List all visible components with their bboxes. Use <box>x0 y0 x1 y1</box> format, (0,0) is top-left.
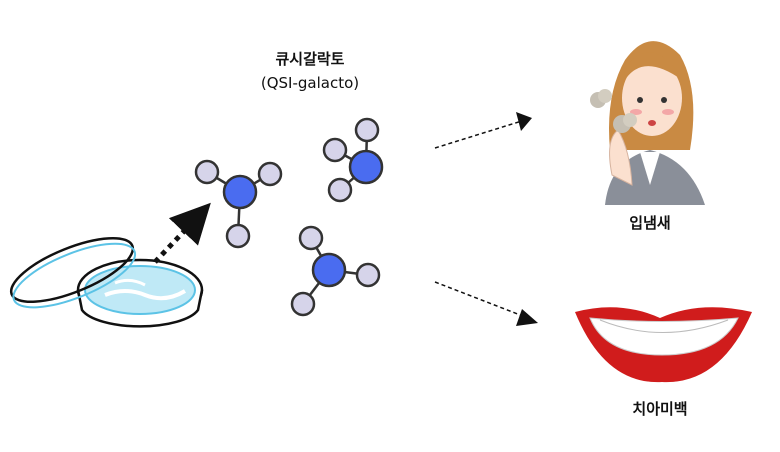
culture-arrow <box>153 202 211 264</box>
molecule-3 <box>290 225 381 317</box>
effect-label-bad-breath: 입냄새 <box>629 214 671 232</box>
compound-name-en: (QSI-galacto) <box>260 74 360 92</box>
arrowhead-icon <box>516 112 532 131</box>
molecule-2 <box>322 117 384 203</box>
compound-name-ko: 큐시갈락토 <box>275 50 345 68</box>
molecule-1 <box>194 159 283 249</box>
petri-dish-icon <box>9 236 204 328</box>
arrow-to-bad-breath <box>434 119 526 149</box>
white-teeth-smile-icon <box>575 307 752 383</box>
arrowhead-icon <box>516 309 538 326</box>
arrow-to-whitening <box>434 281 529 319</box>
effect-label-whitening: 치아미백 <box>632 400 688 418</box>
bad-breath-woman-icon <box>590 41 705 205</box>
